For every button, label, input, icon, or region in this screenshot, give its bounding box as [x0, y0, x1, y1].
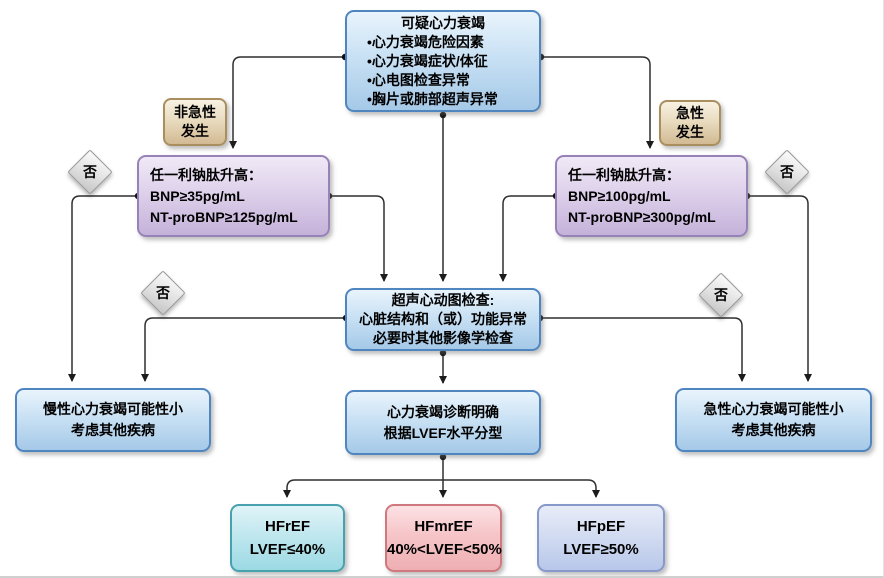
acute-line1: 急性 [676, 105, 704, 121]
node-hfref: HFrEF LVEF≤40% [230, 504, 345, 572]
connector-leftcriteria-to-echo [331, 195, 388, 282]
hfmref-lvef-range: 40%<LVEF<50% [387, 541, 502, 558]
connector-suspected-to-right-criteria [542, 56, 654, 149]
echo-line3: 必要时其他影像学检查 [373, 330, 513, 346]
suspected-title: 可疑心力衰竭 [401, 14, 485, 31]
connector-echo-no-to-chronic [141, 317, 344, 382]
node-acute-hf-unlikely: 急性心力衰竭可能性小 考虑其他疾病 [675, 388, 872, 452]
hfref-title: HFrEF [265, 518, 310, 535]
decision-no-diamond-far-right: 否 [764, 149, 810, 195]
suspected-bullet-list: •心力衰竭危险因素 •心力衰竭症状/体征 •心电图检查异常 •胸片或肺部超声异常 [347, 33, 539, 109]
suspected-bullet-risk-factors: •心力衰竭危险因素 [367, 33, 484, 50]
left-criteria-ntprobnp: NT-proBNP≥125pg/mL [150, 208, 298, 225]
no-label: 否 [714, 287, 728, 303]
non-acute-line1: 非急性 [174, 104, 216, 120]
hfpef-lvef-range: LVEF≥50% [563, 541, 639, 558]
connector-lines [68, 56, 812, 498]
connector-echo-no-to-acute [542, 317, 746, 382]
right-criteria-ntprobnp: NT-proBNP≥300pg/mL [568, 208, 716, 225]
label-non-acute-onset: 非急性 发生 [163, 98, 227, 146]
node-suspected-heart-failure: 可疑心力衰竭 •心力衰竭危险因素 •心力衰竭症状/体征 •心电图检查异常 •胸片… [345, 10, 541, 112]
acute-line2: 发生 [676, 124, 704, 140]
hfmref-title: HFmrEF [414, 518, 473, 535]
echo-line2: 心脏结构和（或）功能异常 [359, 311, 527, 327]
label-acute-onset: 急性 发生 [659, 100, 721, 146]
hfpef-title: HFpEF [576, 518, 626, 535]
node-hfpef: HFpEF LVEF≥50% [537, 504, 665, 572]
node-natriuretic-criteria-nonacute: 任一利钠肽升高： BNP≥35pg/mL NT-proBNP≥125pg/mL [137, 155, 330, 237]
node-hfmref: HFmrEF 40%<LVEF<50% [385, 504, 502, 572]
suspected-bullet-xray-ultrasound: •胸片或肺部超声异常 [367, 90, 498, 107]
right-criteria-title: 任一利钠肽升高： [568, 166, 680, 183]
no-label: 否 [83, 164, 97, 180]
left-criteria-title: 任一利钠肽升高： [150, 166, 262, 183]
chronic-unlikely-line2: 考虑其他疾病 [71, 422, 155, 438]
diagnosis-line2: 根据LVEF水平分型 [383, 424, 503, 441]
connector-diagnosis-to-hfref [283, 479, 443, 498]
hfref-lvef-range: LVEF≤40% [249, 541, 326, 558]
suspected-bullet-ecg-abnormal: •心电图检查异常 [367, 71, 470, 88]
decision-no-diamond-center-left: 否 [140, 270, 186, 316]
decision-no-diamond-far-left: 否 [67, 149, 113, 195]
right-criteria-bnp: BNP≥100pg/mL [568, 187, 671, 204]
decision-no-diamond-center-right: 否 [698, 272, 744, 318]
left-criteria-bnp: BNP≥35pg/mL [150, 187, 245, 204]
node-echocardiography: 超声心动图检查: 心脏结构和（或）功能异常 必要时其他影像学检查 [345, 288, 541, 351]
connector-rightcriteria-no-to-acute [749, 195, 812, 382]
connector-suspected-to-left-criteria [229, 56, 344, 149]
no-label: 否 [156, 285, 170, 301]
connector-leftcriteria-no-to-chronic [68, 195, 136, 382]
connector-rightcriteria-to-echo [499, 195, 554, 282]
node-natriuretic-criteria-acute: 任一利钠肽升高： BNP≥100pg/mL NT-proBNP≥300pg/mL [555, 155, 748, 237]
diagnosis-line1: 心力衰竭诊断明确 [387, 403, 499, 420]
acute-unlikely-line1: 急性心力衰竭可能性小 [703, 401, 844, 417]
node-chronic-hf-unlikely: 慢性心力衰竭可能性小 考虑其他疾病 [15, 388, 211, 452]
acute-unlikely-line2: 考虑其他疾病 [731, 422, 816, 438]
suspected-bullet-symptoms-signs: •心力衰竭症状/体征 [367, 52, 488, 69]
echo-line1: 超声心动图检查: [391, 292, 495, 308]
no-label: 否 [780, 164, 794, 180]
node-hf-diagnosis-confirmed: 心力衰竭诊断明确 根据LVEF水平分型 [345, 390, 541, 455]
chronic-unlikely-line1: 慢性心力衰竭可能性小 [43, 401, 183, 417]
non-acute-line2: 发生 [181, 123, 209, 139]
connector-diagnosis-to-hfpef [443, 479, 600, 498]
